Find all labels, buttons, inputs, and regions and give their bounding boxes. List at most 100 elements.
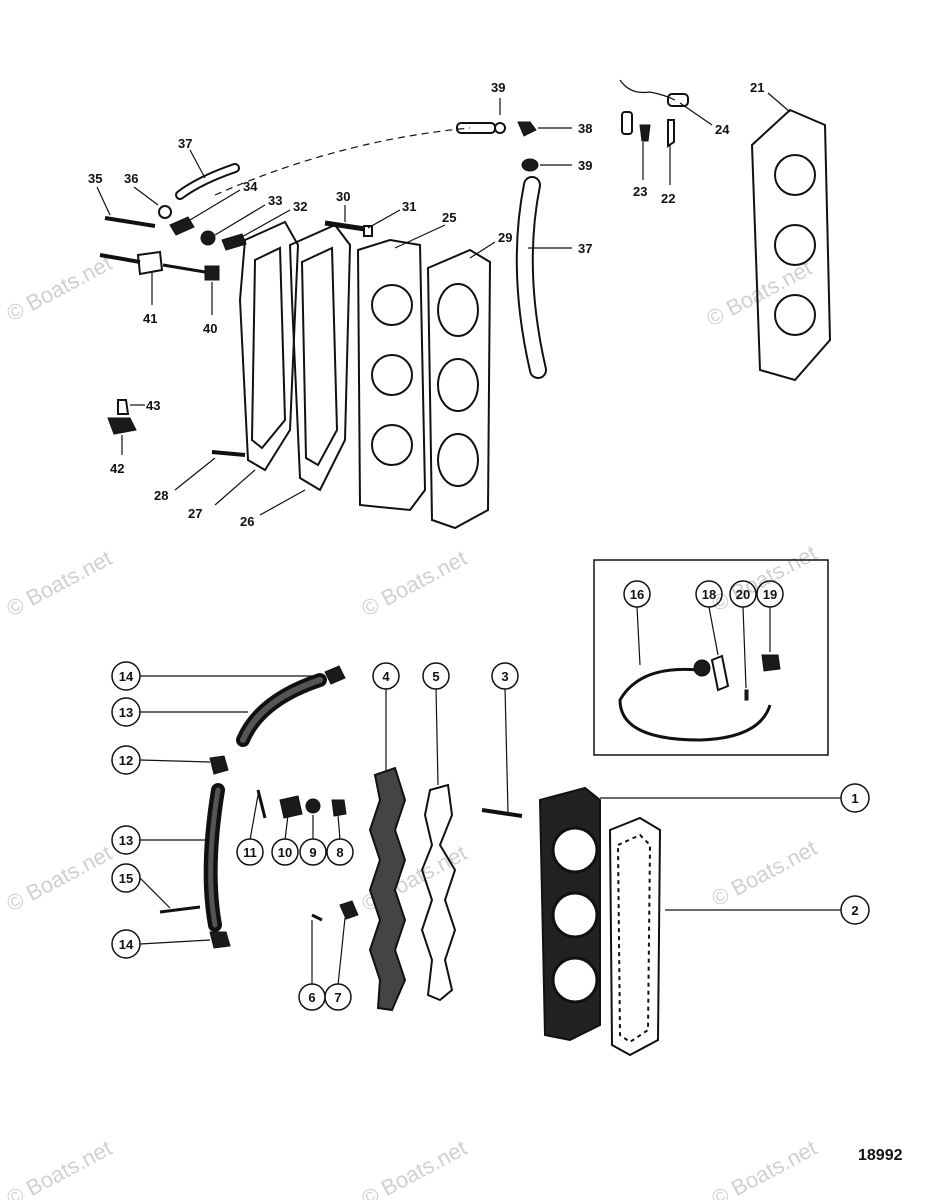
- gasket-26-inner: [300, 246, 339, 467]
- label-20: 20: [736, 587, 750, 602]
- label-23: 23: [633, 184, 647, 199]
- label-36: 36: [124, 171, 138, 186]
- label-42: 42: [110, 461, 124, 476]
- label-10: 10: [278, 845, 292, 860]
- sensor-24-part: [667, 93, 689, 107]
- label-14: 14: [119, 669, 134, 684]
- hose-37-inner: [177, 165, 238, 198]
- watermark: © Boats.net: [2, 1135, 116, 1200]
- bolt-35-part: [104, 216, 156, 228]
- cylinder-head-25-part: [356, 238, 427, 512]
- label-41: 41: [143, 311, 157, 326]
- watermark: © Boats.net: [707, 835, 821, 911]
- label-35: 35: [88, 171, 102, 186]
- head-25-chamber-2: [371, 354, 413, 396]
- lower-labels: 14 13 12 13 15 14 11 10 9 8 6 7 4 5 3 1 …: [111, 661, 870, 1011]
- label-31: 31: [402, 199, 416, 214]
- head-1-chamber-3: [551, 956, 599, 1004]
- label-28: 28: [154, 488, 168, 503]
- part-18: [710, 654, 730, 692]
- watermark: © Boats.net: [357, 545, 471, 621]
- label-7: 7: [334, 990, 341, 1005]
- part-33: [200, 230, 216, 246]
- upper-labels: 39 38 39 37 37 35 36 34 33 32 30 31 25 2…: [88, 80, 764, 529]
- wire-16-part: [618, 667, 772, 742]
- label-19: 19: [763, 587, 777, 602]
- block-21-chamber-2: [774, 224, 816, 266]
- sensor-24-plug: [621, 111, 633, 135]
- cover-27-part: [238, 220, 300, 472]
- hose-13-upper-inner: [240, 677, 323, 743]
- label-11: 11: [243, 845, 257, 860]
- label-4: 4: [382, 669, 390, 684]
- fitting-12-part: [209, 755, 229, 775]
- part-20: [744, 689, 749, 701]
- label-30: 30: [336, 189, 350, 204]
- part-19: [761, 654, 781, 672]
- inset-leader-lines: [636, 606, 771, 689]
- gasket-26-part: [288, 223, 352, 492]
- part-10: [279, 795, 303, 819]
- label-8: 8: [336, 845, 343, 860]
- watermark: © Boats.net: [2, 250, 116, 326]
- part-8: [331, 799, 347, 817]
- block-21-chamber-1: [774, 154, 816, 196]
- part-34: [169, 216, 195, 236]
- label-13-lower: 13: [119, 833, 133, 848]
- wire-16-terminal: [693, 659, 711, 677]
- label-26: 26: [240, 514, 254, 529]
- screw-23-part: [639, 124, 651, 142]
- gasket-2-inner: [616, 833, 652, 1044]
- head-1-chamber-1: [551, 826, 599, 874]
- watermark: © Boats.net: [2, 840, 116, 916]
- head-1-chamber-2: [551, 891, 599, 939]
- inset-labels: 16 18 20 19: [623, 580, 784, 608]
- label-21: 21: [750, 80, 764, 95]
- fitting-40-part: [204, 265, 220, 281]
- screw-11-part: [256, 789, 267, 819]
- lower-leader-lines: [139, 675, 842, 986]
- fitting-14-lower-part: [209, 931, 231, 949]
- label-39: 39: [491, 80, 505, 95]
- fitting-14-upper-part: [324, 665, 346, 685]
- bolt-28-part: [211, 450, 246, 457]
- hose-dashed-line: [214, 127, 471, 196]
- gasket-29-bore-1: [437, 283, 479, 337]
- rod-40-part: [162, 263, 206, 274]
- clamp-39-part: [494, 122, 506, 134]
- screw-43-part: [117, 399, 130, 415]
- gasket-5-part: [420, 783, 457, 1002]
- fitting-38-part: [517, 121, 537, 137]
- label-18: 18: [702, 587, 716, 602]
- label-6: 6: [308, 990, 315, 1005]
- washer-9-part: [305, 798, 321, 814]
- clip-22-part: [667, 119, 675, 148]
- plate-41-part: [136, 250, 164, 276]
- bolt-41-stem-part: [99, 253, 141, 264]
- screw-6-part: [311, 913, 323, 922]
- label-22: 22: [661, 191, 675, 206]
- hose-13-lower-inner: [208, 787, 221, 928]
- bolt-3-part: [481, 808, 523, 818]
- hose-13-upper-part: [236, 673, 327, 747]
- label-27: 27: [188, 506, 202, 521]
- hose-37-vertical-inner: [517, 178, 545, 377]
- clip-42-part: [107, 417, 137, 435]
- label-16: 16: [630, 587, 644, 602]
- upper-leader-lines: [96, 92, 791, 516]
- part-7: [339, 900, 359, 920]
- sensor-24-wire: [619, 79, 676, 101]
- watermark: © Boats.net: [707, 1135, 821, 1200]
- plate-4-part: [368, 766, 407, 1012]
- label-13: 13: [119, 705, 133, 720]
- label-24: 24: [715, 122, 730, 137]
- washer-31-part: [363, 225, 373, 237]
- label-32: 32: [293, 199, 307, 214]
- label-1: 1: [851, 791, 858, 806]
- label-3: 3: [501, 669, 508, 684]
- rod-15-part: [159, 905, 201, 914]
- gasket-2-part: [608, 816, 662, 1057]
- block-21-chamber-3: [774, 294, 816, 336]
- bolt-30-part: [324, 220, 366, 232]
